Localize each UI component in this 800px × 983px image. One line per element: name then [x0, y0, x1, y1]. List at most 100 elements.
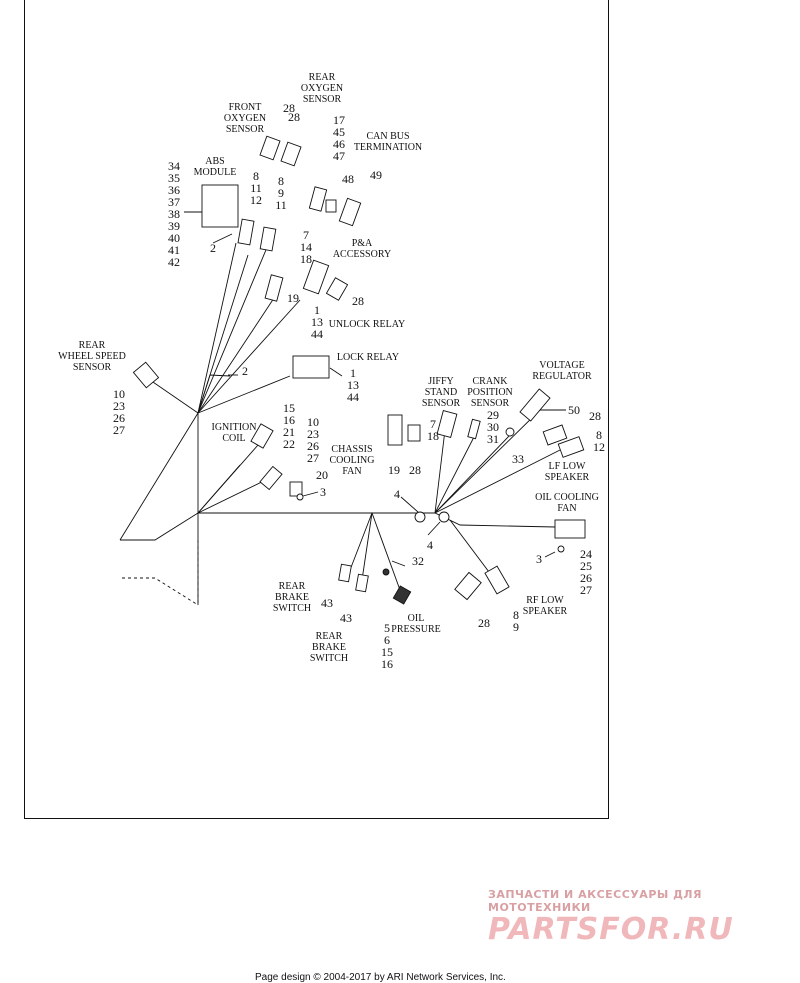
- brake-switch-1-part: [338, 563, 352, 583]
- callout-c43-b: 43: [340, 611, 352, 625]
- callout-c19-jiffy: 19: [388, 463, 400, 477]
- connector-48: [325, 199, 337, 213]
- connector-8-9-11: [259, 226, 277, 252]
- unlock-relay-label: UNLOCK RELAY: [329, 319, 406, 330]
- connector-28-rf: [454, 571, 482, 601]
- can-bus-connector: [308, 186, 328, 212]
- connector-7-14-18: [264, 274, 284, 302]
- rear-wheel-speed-sensor-part: [132, 361, 160, 389]
- watermark-tagline: ЗАПЧАСТИ И АКСЕССУАРЫ ДЛЯ МОТОТЕХНИКИ: [488, 888, 703, 914]
- diagram-frame: [24, 0, 609, 819]
- part-19-jiffy: [387, 414, 403, 446]
- crank-sensor-part: [467, 418, 481, 440]
- callout-c2-abs: 2: [210, 241, 216, 255]
- lf-speaker-connector: [557, 436, 585, 458]
- copyright-footer: Page design © 2004-2017 by ARI Network S…: [255, 972, 506, 983]
- oil-pressure-sensor-part: [392, 585, 412, 605]
- callout-c28-volt: 28: [589, 409, 601, 423]
- fastener-4-right: [438, 511, 450, 523]
- callout-c3-top: 3: [320, 485, 326, 499]
- rear-o2-connector: [259, 135, 281, 161]
- jiffy-stand-sensor-part: [436, 410, 458, 438]
- callout-c43-a: 43: [321, 596, 333, 610]
- callout-c50: 50: [568, 403, 580, 417]
- screw-3-top: [296, 493, 304, 501]
- callout-c49: 49: [370, 168, 382, 182]
- callout-c3-bot: 3: [536, 552, 542, 566]
- ignition-coil-connector: [250, 423, 274, 449]
- callout-front-o2: 28: [283, 101, 295, 115]
- abs-module-part: [201, 184, 239, 228]
- callout-c19: 19: [287, 291, 299, 305]
- leader-lines: [184, 211, 566, 567]
- rf-speaker-connector: [484, 565, 510, 595]
- fastener-4-left: [414, 511, 426, 523]
- callout-c33: 33: [512, 452, 524, 466]
- fastener-33: [505, 427, 515, 437]
- callout-c48: 48: [342, 172, 354, 186]
- callout-c2-mid: 2: [242, 364, 248, 378]
- connector-28-pa: [325, 277, 349, 301]
- screw-3: [557, 545, 565, 553]
- lock-relay-label: LOCK RELAY: [337, 352, 399, 363]
- voltage-regulator-part: [519, 388, 551, 422]
- connector-parts: [132, 135, 586, 605]
- callout-c28-pa: 28: [352, 294, 364, 308]
- callout-rear-o2: 28: [288, 110, 300, 124]
- grommet-32: [382, 568, 390, 576]
- brake-switch-2-part: [355, 573, 369, 593]
- watermark: ЗАПЧАСТИ И АКСЕССУАРЫ ДЛЯ МОТОТЕХНИКИ PA…: [488, 888, 788, 947]
- relay-block: [292, 355, 330, 379]
- chassis-fan-connector: [259, 465, 283, 491]
- callout-c28-rf: 28: [478, 616, 490, 630]
- part-20: [289, 481, 303, 497]
- oil-cooling-fan-connector: [554, 519, 586, 539]
- callout-c28-jiffy: 28: [409, 463, 421, 477]
- pa-accessory-connector: [302, 259, 330, 295]
- callout-c4-bot: 4: [427, 538, 433, 552]
- connector-8-11-12: [237, 218, 255, 246]
- harness-wires: [119, 242, 561, 606]
- callout-c32: 32: [412, 554, 424, 568]
- connector-49: [338, 197, 362, 227]
- part-28-jiffy: [407, 424, 421, 442]
- callout-c4-top: 4: [394, 487, 400, 501]
- front-o2-connector: [280, 141, 302, 167]
- callout-c20: 20: [316, 468, 328, 482]
- connector-28-volt: [542, 424, 568, 446]
